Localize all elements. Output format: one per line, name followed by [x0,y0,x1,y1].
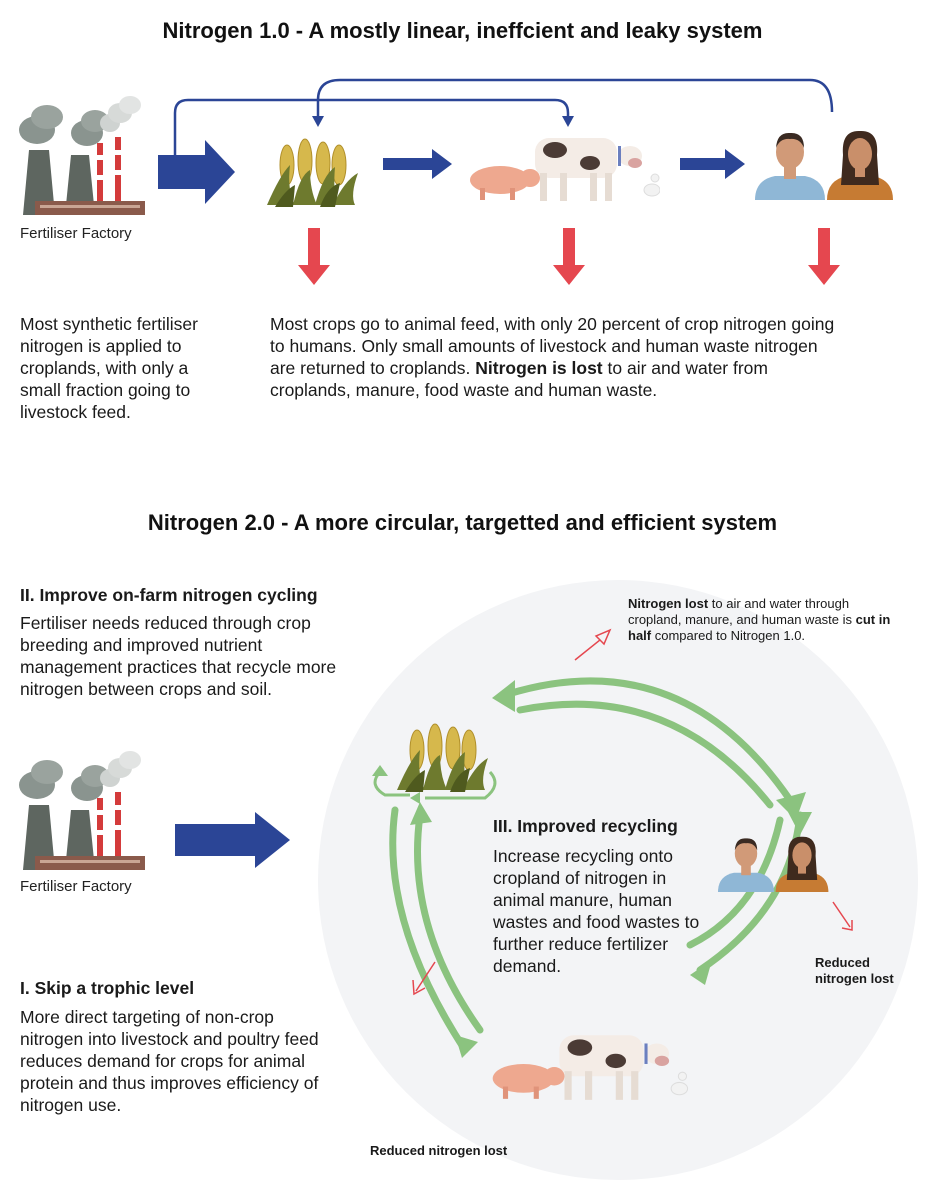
right-text-part-a: Most crops go to animal feed, with only … [270,314,835,378]
people-icon-2 [718,836,829,892]
lost-bold-2: cut in half [628,612,891,643]
cycle-arrows [372,628,853,1058]
heading-iii: III. Improved recycling [493,816,678,836]
right-text-part-b: to air and water from croplands, manure,… [270,358,768,400]
nitrogen-lost-note: Nitrogen lost to air and water through c… [628,596,898,644]
lost-text-1: to air and water through cropland, manur… [628,596,856,627]
reduced-lost-right: Reduced nitrogen lost [815,955,894,986]
text-iii: Increase recycling onto cropland of nitr… [493,846,700,976]
heading-i: I. Skip a trophic level [20,978,195,998]
section1-left-text: Most synthetic fertiliser nitrogen is ap… [20,314,198,422]
factory-label: Fertiliser Factory [20,225,132,242]
lost-text-2: compared to Nitrogen 1.0. [651,628,806,643]
livestock-icon-2 [492,1035,689,1100]
section1-title: Nitrogen 1.0 - A mostly linear, ineffcie… [162,18,763,43]
heading-ii: II. Improve on-farm nitrogen cycling [20,585,318,605]
factory-label-2: Fertiliser Factory [20,878,132,895]
factory-icon [19,96,145,215]
livestock-icon [470,138,660,201]
people-icon [755,130,893,200]
corn-icon [267,138,358,207]
factory-icon-2 [19,751,145,870]
reduced-lost-bottom: Reduced nitrogen lost [370,1143,508,1158]
section1-right-text: Most crops go to animal feed, with only … [270,313,845,401]
corn-icon-2 [397,723,488,792]
factory-to-crops-arrow [175,812,290,868]
text-ii: Fertiliser needs reduced through crop br… [20,613,337,699]
lost-bold-1: Nitrogen lost [628,596,709,611]
section2-title: Nitrogen 2.0 - A more circular, targette… [147,510,778,535]
right-text-bold: Nitrogen is lost [475,358,603,378]
text-i: More direct targeting of non-crop nitrog… [20,1007,319,1115]
flow-arrows [158,78,840,285]
